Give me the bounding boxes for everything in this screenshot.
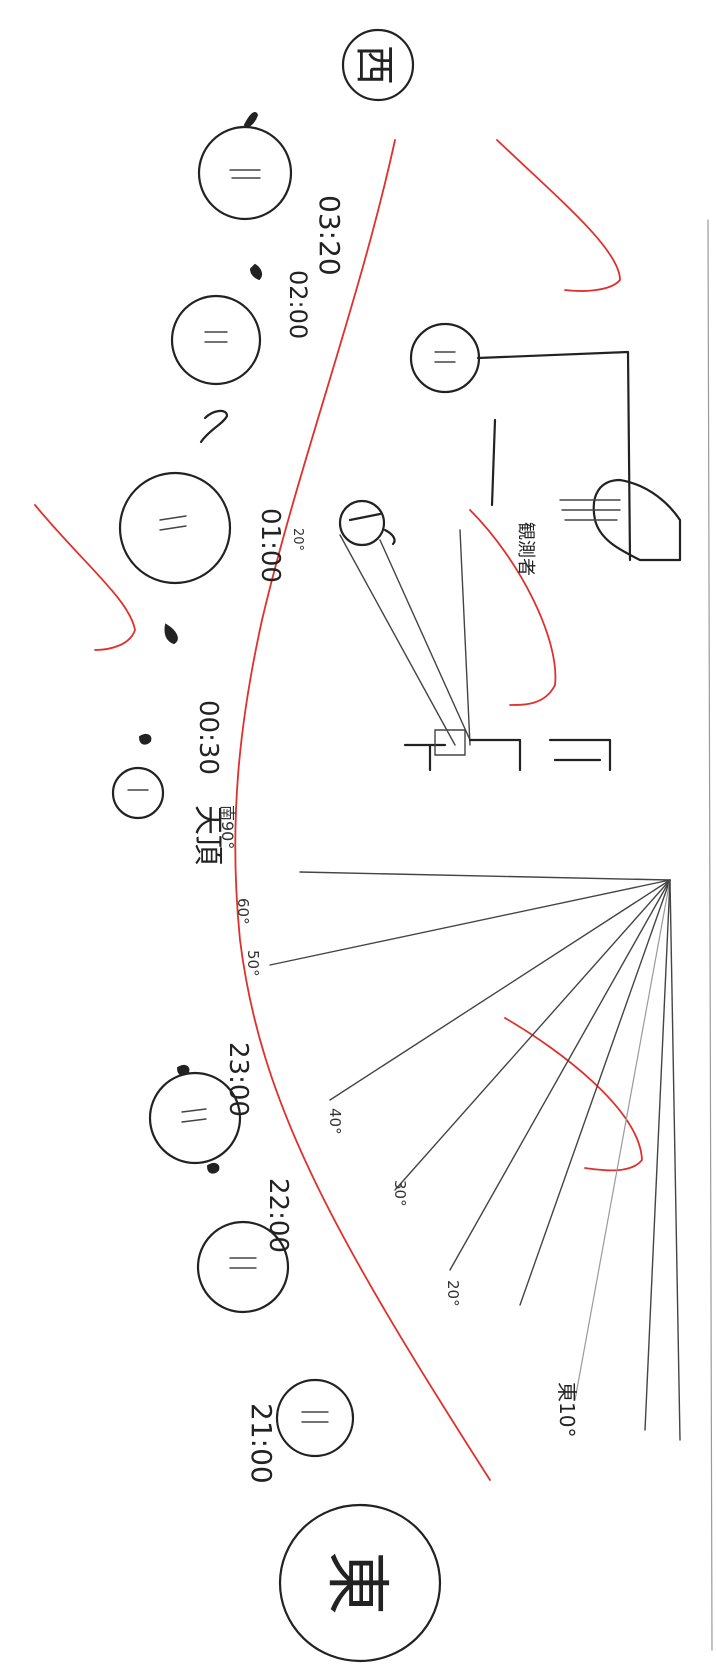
moon-0100 [120,411,230,643]
paper-edge [708,220,712,1650]
red-stroke-1 [497,140,620,291]
time-0200: 02:00 [284,270,312,339]
telescope-figure [340,501,610,770]
east-compass: 東 [280,1505,440,1661]
east-deg-label: 東10° [555,1382,579,1437]
sight-lines [270,872,680,1440]
moon-0030 [113,735,163,818]
west-label: 西 [351,45,397,85]
east-label: 東 [319,1551,393,1615]
time-2200: 22:00 [263,1178,293,1253]
zenith-deg: 南90° [218,805,237,849]
deg-50: 50° [244,950,262,977]
moon-path-red [235,140,490,1480]
deg-40: 40° [326,1108,344,1135]
red-stroke-3 [470,510,555,705]
time-0030: 00:30 [193,700,223,775]
moon-2100 [277,1380,353,1456]
moon-alt-label: 20° [290,528,305,551]
time-2100: 21:00 [245,1403,278,1484]
observer-label: 観測者 [515,522,536,576]
deg-30: 30° [391,1180,409,1207]
time-2300: 23:00 [223,1042,253,1117]
moon-0200 [172,265,261,384]
time-0100: 01:00 [255,508,285,583]
west-compass: 西 [343,30,413,100]
time-0320: 03:20 [313,195,346,276]
observer-figure [560,480,680,560]
moon-0320 [199,113,291,219]
deg-20: 20° [444,1280,462,1307]
deg-60: 60° [234,898,252,925]
